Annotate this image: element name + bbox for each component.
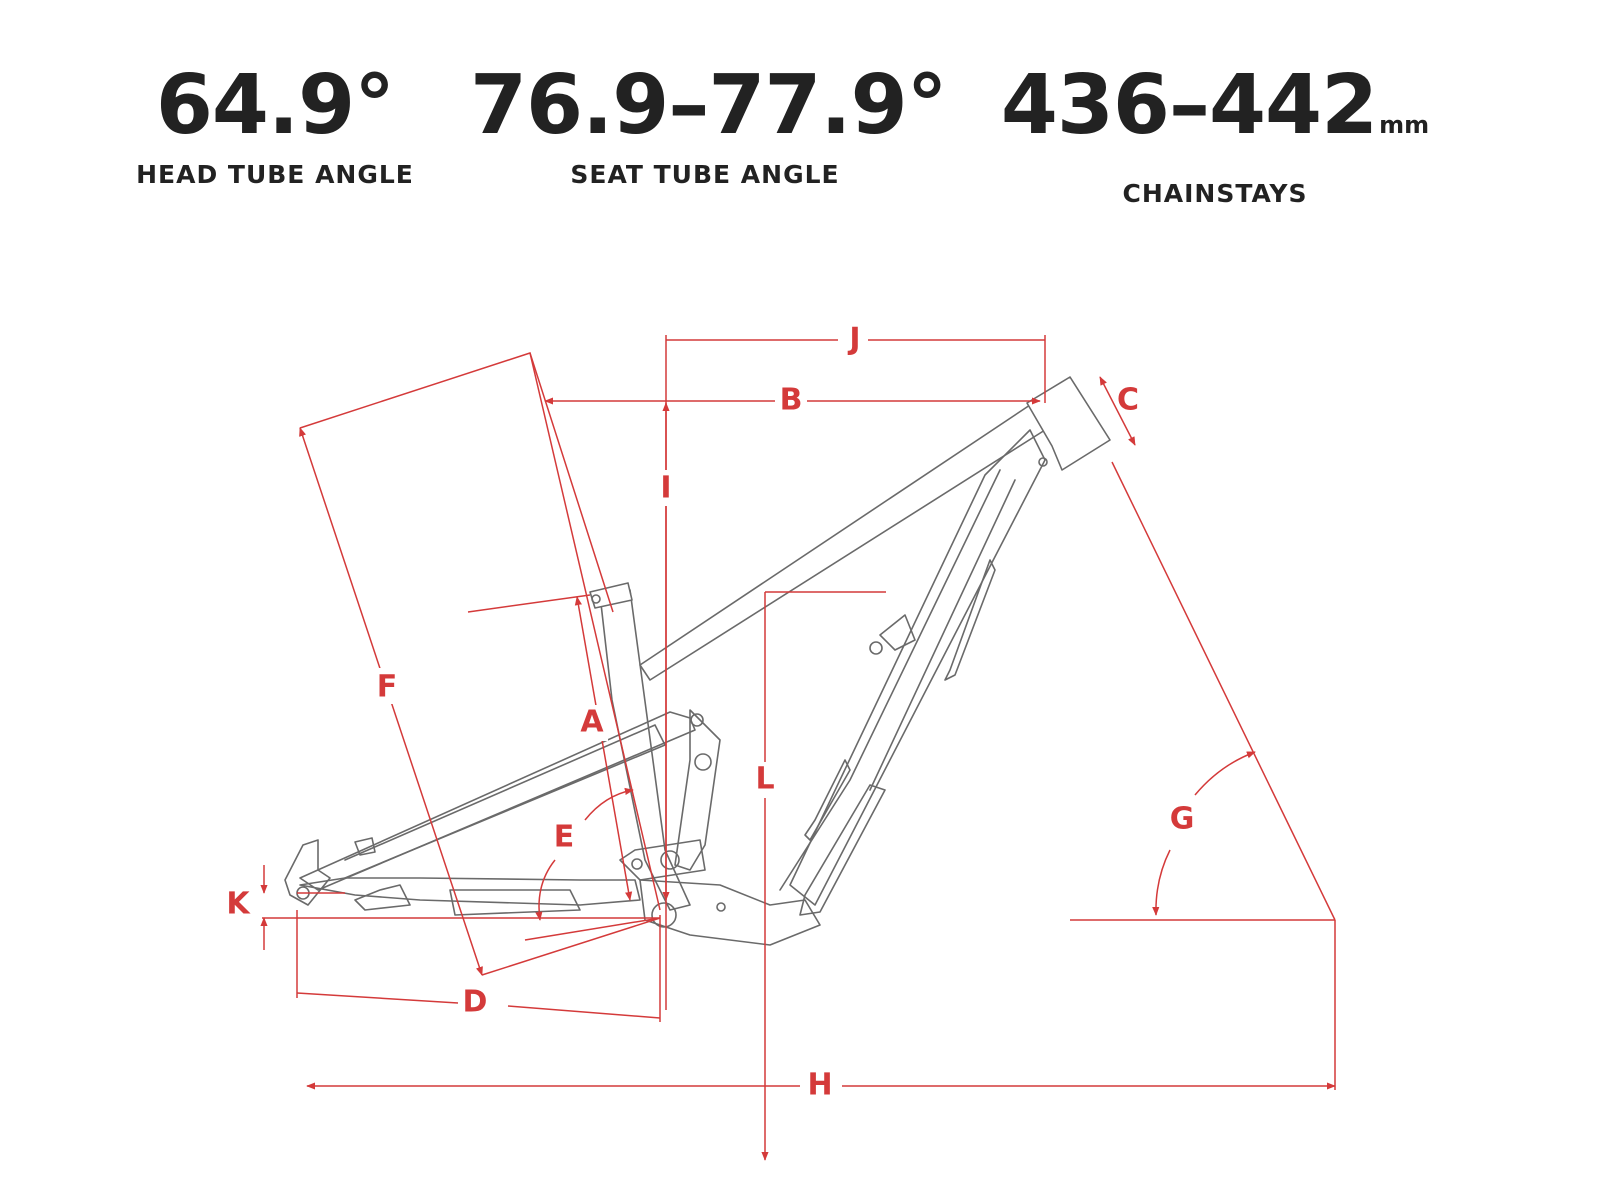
geometry-highlights: 64.9° HEAD TUBE ANGLE 76.9–77.9° SEAT TU…	[0, 58, 1600, 209]
dim-d-line-right	[507, 1005, 661, 1019]
dimension-letters: J B I C F A E D K L G H	[226, 322, 1194, 1103]
chainstays-unit: mm	[1379, 111, 1430, 139]
label-e: E	[554, 820, 575, 855]
dim-e-ref	[524, 917, 661, 941]
seat-stay-inner	[344, 724, 666, 879]
head-tube-angle-value: 64.9°	[155, 58, 395, 153]
down-tube-guard	[799, 784, 886, 916]
bike-frame-outline	[284, 376, 1111, 946]
seat-tube-angle-value: 76.9–77.9°	[470, 58, 948, 153]
head-tube-angle-stat: 64.9° HEAD TUBE ANGLE	[120, 60, 430, 192]
down-tube-window	[944, 559, 996, 681]
head-tube-bolt	[1038, 457, 1048, 467]
bottle-boss-bolt	[869, 641, 883, 655]
rear-dropout	[284, 839, 331, 906]
label-l: L	[755, 762, 774, 797]
chainstays-value: 436–442mm	[1000, 58, 1430, 153]
seat-tube-angle-stat: 76.9–77.9° SEAT TUBE ANGLE	[470, 58, 948, 192]
label-h: H	[807, 1068, 832, 1103]
bottom-bracket-shell	[639, 879, 821, 946]
seat-tube	[599, 589, 691, 911]
label-d: D	[463, 985, 488, 1020]
label-k: K	[226, 887, 251, 922]
label-a-bg	[576, 705, 608, 741]
label-f-bg	[372, 668, 402, 704]
dim-a-top-ref	[467, 594, 591, 613]
shock-body-bolt	[694, 753, 712, 771]
top-tube	[639, 404, 1046, 681]
rear-shock	[674, 709, 721, 871]
rocker-link	[619, 839, 706, 881]
down-tube-shield	[804, 759, 851, 841]
dim-c-line	[1099, 376, 1136, 446]
dimension-lines	[260, 335, 1336, 1161]
label-g: G	[1170, 802, 1195, 837]
bottle-boss	[879, 614, 916, 651]
dim-d-line-left	[296, 992, 459, 1004]
dim-g-fork-axis	[1111, 461, 1336, 921]
label-b-bg	[775, 383, 807, 419]
head-tube	[1026, 376, 1111, 471]
down-tube	[789, 429, 1046, 906]
label-i-bg	[655, 470, 677, 506]
seat-tube-angle-label: SEAT TUBE ANGLE	[570, 160, 840, 189]
dim-a-line	[574, 596, 633, 901]
head-tube-angle-label: HEAD TUBE ANGLE	[136, 160, 414, 189]
seat-stay	[299, 711, 696, 891]
chainstays-stat: 436–442mm CHAINSTAYS	[990, 60, 1440, 211]
label-f: F	[377, 670, 398, 705]
label-b: B	[780, 383, 803, 418]
link-pivot-front	[631, 858, 643, 870]
dim-e-arc-lower	[535, 859, 556, 921]
chainstays-label: CHAINSTAYS	[1122, 179, 1308, 208]
label-j-bg	[838, 322, 868, 358]
label-i: I	[660, 471, 671, 506]
bottom-bracket	[651, 902, 677, 928]
dim-f-frame	[299, 352, 614, 613]
label-l-bg	[748, 762, 780, 798]
link-pivot-rear	[660, 850, 680, 870]
dim-g-arc-lower	[1152, 849, 1171, 916]
down-tube-inner	[779, 469, 1016, 891]
label-j: J	[847, 322, 860, 357]
dim-g-arc-upper	[1194, 751, 1256, 796]
pivot-bolt	[716, 902, 726, 912]
label-c: C	[1117, 383, 1139, 418]
dim-f-base	[481, 917, 661, 976]
dim-f-seat-axis	[529, 352, 661, 911]
label-a: A	[580, 705, 604, 740]
chain-stay	[299, 877, 641, 906]
dim-e-arc-upper	[584, 787, 634, 821]
